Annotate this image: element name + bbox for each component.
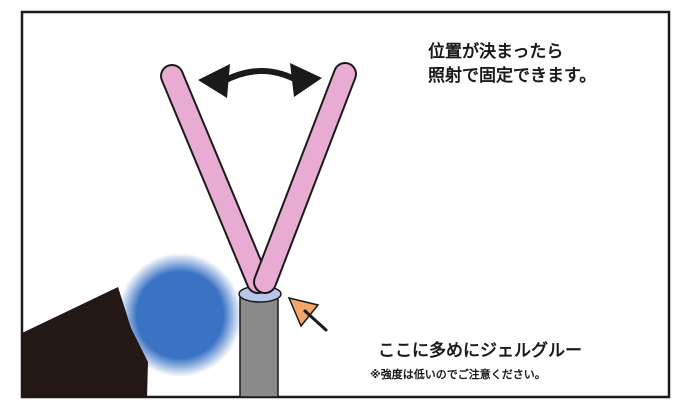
glue-note: ※強度は低いのでご注意ください。 <box>370 368 546 381</box>
curing-light-device <box>22 287 148 397</box>
right-stick <box>253 62 357 294</box>
left-stick <box>160 64 270 294</box>
base-post <box>239 295 279 398</box>
light-glow <box>118 253 242 377</box>
pointer-arrow-icon <box>287 296 328 332</box>
position-fix-caption: 位置が決まったら 照射で固定できます。 <box>428 40 596 88</box>
swing-arrow-icon <box>198 63 322 98</box>
glue-title: ここに多めにジェルグルー <box>378 341 582 361</box>
frame-border <box>20 10 671 399</box>
position-fix-line-2: 照射で固定できます。 <box>428 66 597 86</box>
position-fix-line-1: 位置が決まったら <box>428 42 564 62</box>
